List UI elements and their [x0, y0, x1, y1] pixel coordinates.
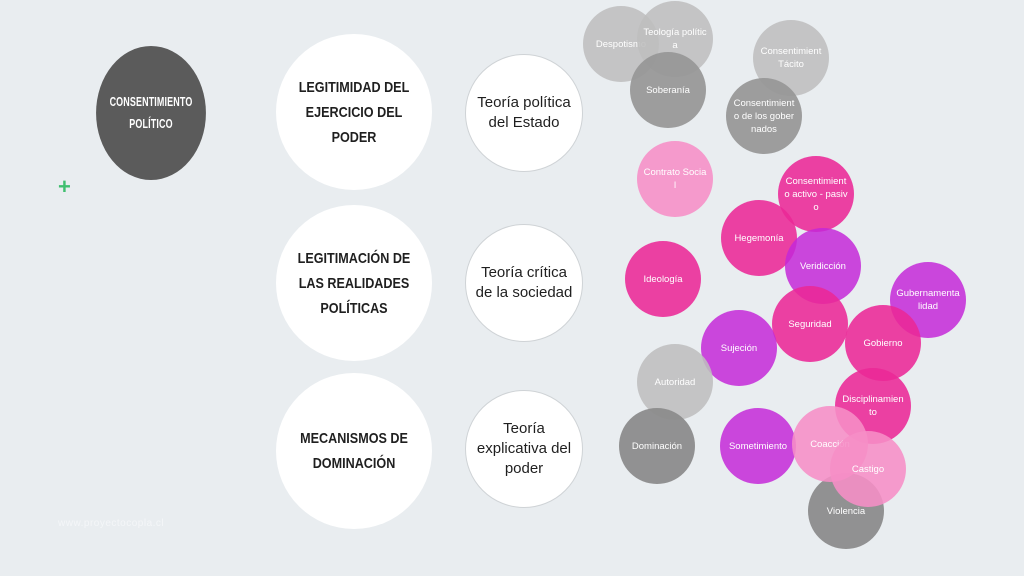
- bubble-teologia-politica-label: Teología política: [643, 27, 707, 51]
- bubble-soberania: Soberanía: [630, 52, 706, 128]
- bubble-dominacion-label: Dominación: [631, 440, 683, 452]
- bubble-contrato-social: Contrato Social: [637, 141, 713, 217]
- bubble-dominacion: Dominación: [619, 408, 695, 484]
- concept-legitimacion: LEGITIMACIÓN DE LAS REALIDADES POLÍTICAS: [276, 205, 432, 361]
- theory-explicativa: Teoría explicativa del poder: [465, 390, 583, 508]
- bubble-gobierno: Gobierno: [845, 305, 921, 381]
- concept-mecanismos-label: MECANISMOS DE DOMINACIÓN: [300, 430, 408, 472]
- bubble-hegemonia: Hegemonía: [721, 200, 797, 276]
- bubble-consentimiento-tacito-label: Consentimient Tácito: [760, 46, 822, 70]
- bubble-coaccion-label: Coacción: [810, 438, 850, 450]
- bubble-gubernamentalidad-label: Gubernamenta lidad: [896, 288, 960, 312]
- bubble-gobierno-label: Gobierno: [863, 337, 903, 349]
- bubble-contrato-social-label: Contrato Social: [643, 167, 707, 191]
- theory-critica: Teoría crítica de la sociedad: [465, 224, 583, 342]
- footer-url: www.proyectocopla.cl: [58, 518, 165, 529]
- bubble-disciplinamiento-label: Disciplinamien to: [842, 394, 904, 418]
- theory-estado-label: Teoría política del Estado: [477, 94, 571, 131]
- bubble-soberania-label: Soberanía: [646, 84, 690, 96]
- main-concept-label: CONSENTIMIENTO POLÍTICO: [109, 94, 193, 131]
- concept-legitimidad-label: LEGITIMIDAD DEL EJERCICIO DEL PODER: [298, 78, 410, 146]
- plus-icon: +: [58, 174, 71, 199]
- bubble-sujecion-label: Sujeción: [720, 342, 758, 354]
- bubble-consentimiento-activo-pasivo-label: Consentimient o activo - pasivo: [784, 175, 848, 213]
- concept-legitimidad: LEGITIMIDAD DEL EJERCICIO DEL PODER: [276, 34, 432, 190]
- bubble-seguridad: Seguridad: [772, 286, 848, 362]
- bubble-sujecion: Sujeción: [701, 310, 777, 386]
- bubble-ideologia: Ideología: [625, 241, 701, 317]
- bubble-violencia-label: Violencia: [826, 505, 866, 517]
- bubble-sometimiento-label: Sometimiento: [728, 440, 788, 452]
- theory-critica-label: Teoría crítica de la sociedad: [475, 264, 573, 301]
- main-concept-circle: CONSENTIMIENTO POLÍTICO: [96, 46, 206, 180]
- bubble-sometimiento: Sometimiento: [720, 408, 796, 484]
- bubble-castigo: Castigo: [830, 431, 906, 507]
- concept-legitimacion-label: LEGITIMACIÓN DE LAS REALIDADES POLÍTICAS: [297, 249, 411, 317]
- concept-mecanismos: MECANISMOS DE DOMINACIÓN: [276, 373, 432, 529]
- bubble-autoridad-label: Autoridad: [654, 376, 696, 388]
- theory-explicativa-label: Teoría explicativa del poder: [476, 420, 572, 477]
- bubble-veridiccion-label: Veridicción: [800, 260, 846, 272]
- bubble-consentimiento-gobernados-label: Consentimient o de los gobernados: [733, 97, 795, 135]
- bubble-gubernamentalidad: Gubernamenta lidad: [890, 262, 966, 338]
- bubble-seguridad-label: Seguridad: [788, 318, 832, 330]
- bubble-consentimiento-gobernados: Consentimient o de los gobernados: [726, 78, 802, 154]
- bubble-despotismo-label: Despotismo: [595, 38, 647, 50]
- bubble-autoridad: Autoridad: [637, 344, 713, 420]
- bubble-ideologia-label: Ideología: [643, 273, 683, 285]
- bubble-castigo-label: Castigo: [851, 463, 885, 475]
- theory-estado: Teoría política del Estado: [465, 54, 583, 172]
- bubble-hegemonia-label: Hegemonía: [734, 232, 784, 244]
